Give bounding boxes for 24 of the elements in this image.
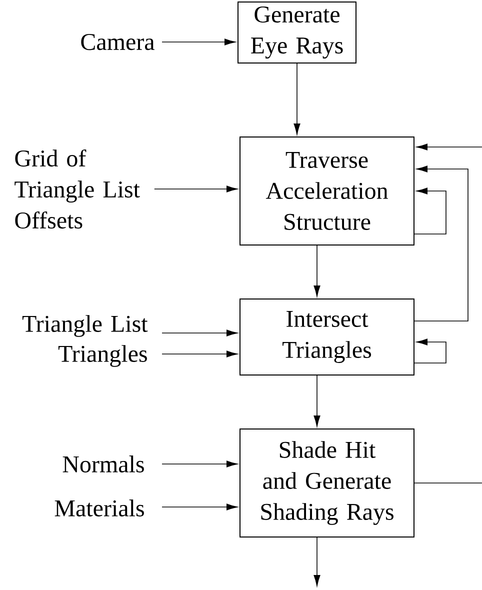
arrow xyxy=(414,188,446,234)
arrow xyxy=(162,38,236,46)
arrow xyxy=(416,144,482,150)
arrow xyxy=(314,375,320,427)
input-label: Camera xyxy=(81,34,154,50)
arrow xyxy=(162,350,238,358)
arrow xyxy=(414,338,446,364)
input-label: Grid of Triangle List Offsets xyxy=(14,149,140,229)
input-label: Triangles xyxy=(58,345,147,367)
arrow xyxy=(314,537,320,586)
process-box: Generate Eye Rays xyxy=(238,2,356,64)
arrow xyxy=(154,186,238,192)
arrow xyxy=(314,245,320,297)
arrow xyxy=(162,460,238,468)
arrow xyxy=(162,504,238,510)
arrow xyxy=(414,166,468,322)
process-box: Traverse Acceleration Structure xyxy=(240,136,414,246)
arrow xyxy=(294,63,300,135)
process-box: Shade Hit and Generate Shading Rays xyxy=(240,428,414,538)
process-box: Intersect Triangles xyxy=(240,298,414,376)
arrow xyxy=(162,330,238,336)
input-label: Triangle List xyxy=(22,315,148,337)
input-label: Normals xyxy=(62,456,144,472)
input-label: Materials xyxy=(54,500,144,516)
